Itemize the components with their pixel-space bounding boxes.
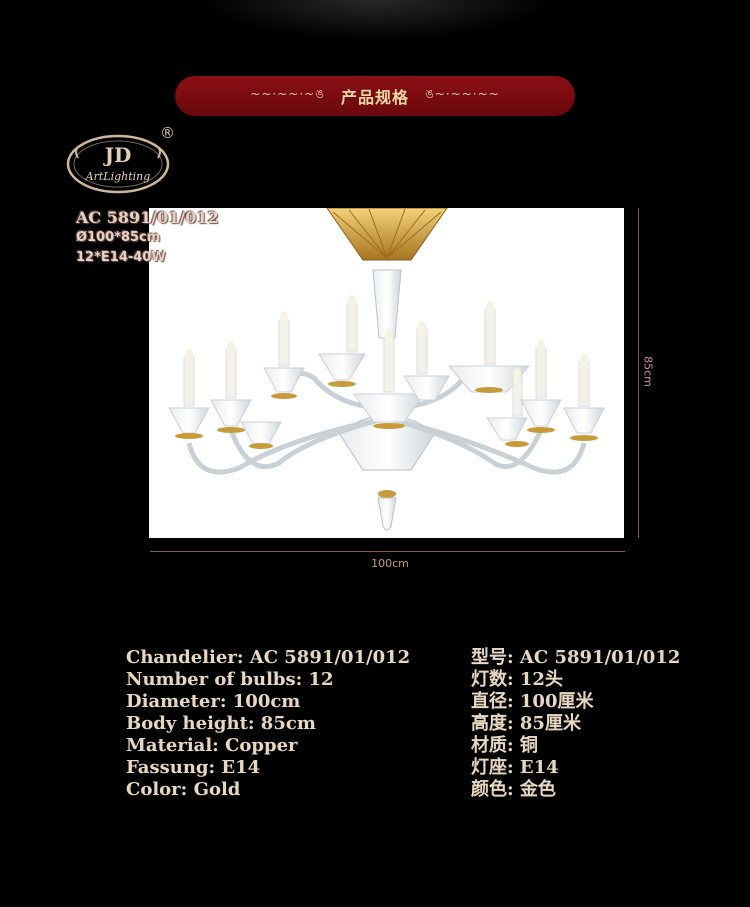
spec-model-cn: 型号: AC 5891/01/012 [471, 647, 681, 668]
banner-title: 产品规格 [340, 88, 409, 107]
logo-initials: JD [103, 143, 132, 167]
brand-logo: JD ArtLighting [66, 134, 170, 194]
spec-color-cn: 颜色: 金色 [471, 779, 556, 800]
banner-ornament-left: ~~·~~·~ঙ [250, 87, 325, 101]
spec-bulbs-en: Number of bulbs: 12 [126, 669, 334, 690]
spec-color-en: Color: Gold [126, 779, 241, 800]
candle-group [168, 295, 605, 449]
specs-english: Chandelier: AC 5891/01/012 Number of bul… [126, 647, 410, 801]
registered-mark: ® [160, 124, 175, 142]
title-banner: ~~·~~·~ঙ 产品规格 ঙ~·~~·~~ [175, 76, 575, 116]
top-glow [200, 0, 550, 40]
chandelier-illustration [168, 208, 605, 531]
spec-material-en: Material: Copper [126, 735, 298, 756]
banner-ornament-right: ঙ~·~~·~~ [425, 87, 500, 101]
height-dimension-line [638, 208, 639, 538]
product-photo [149, 208, 624, 538]
spec-diameter-en: Diameter: 100cm [126, 691, 301, 712]
overlay-model: AC 5891/01/012 [76, 208, 219, 227]
width-dimension-label: 100cm [371, 557, 409, 570]
overlay-bulbs: 12*E14-40W [76, 250, 166, 265]
spec-socket-en: Fassung: E14 [126, 757, 261, 778]
spec-bulbs-cn: 灯数: 12头 [471, 669, 563, 690]
spec-model-en: Chandelier: AC 5891/01/012 [126, 647, 411, 668]
spec-height-en: Body height: 85cm [126, 713, 316, 734]
spec-diameter-cn: 直径: 100厘米 [471, 691, 594, 712]
logo-wordmark: ArtLighting [85, 170, 151, 183]
product-overlay-info: AC 5891/01/012 Ø100*85cm 12*E14-40W [76, 208, 219, 268]
height-dimension-label: 85cm [641, 356, 655, 387]
spec-socket-cn: 灯座: E14 [471, 757, 559, 778]
overlay-size: Ø100*85cm [76, 230, 161, 245]
spec-height-cn: 高度: 85厘米 [471, 713, 581, 734]
spec-material-cn: 材质: 铜 [471, 735, 538, 756]
specs-chinese: 型号: AC 5891/01/012 灯数: 12头 直径: 100厘米 高度:… [471, 647, 680, 801]
width-dimension-line [150, 551, 625, 552]
